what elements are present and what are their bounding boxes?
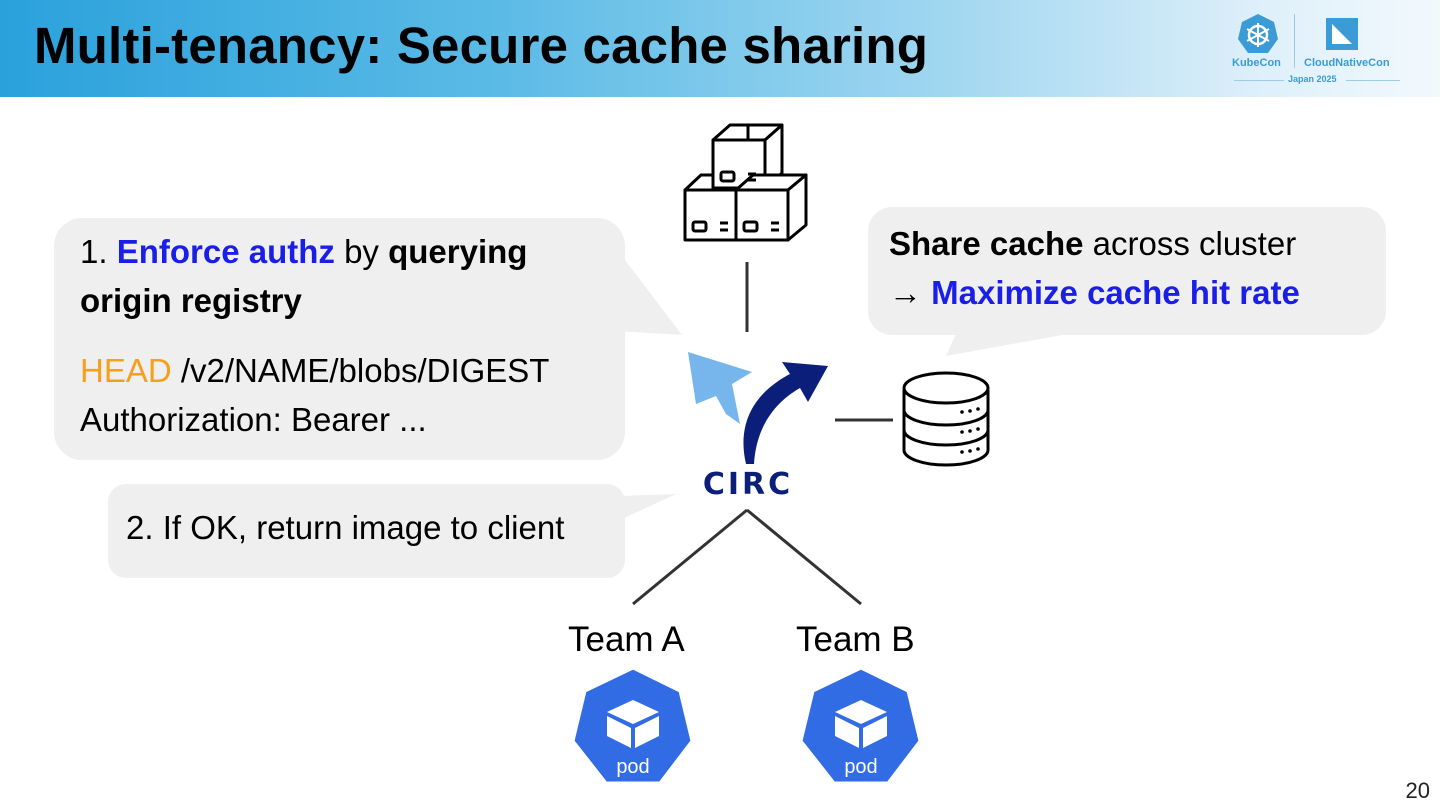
team-a-label: Team A [568, 620, 685, 659]
logo-rule-right [1346, 80, 1400, 81]
header-bar [0, 0, 1440, 97]
return-text: 2. If OK, return image to client [126, 509, 565, 546]
pod-icon: pod [571, 666, 694, 785]
authz-highlight: Enforce authz [116, 233, 335, 270]
authz-step-number: 1. [80, 233, 117, 270]
arrow-glyph: → [889, 274, 932, 311]
authz-middle: by [334, 233, 389, 270]
pod-icon: pod [799, 666, 922, 785]
share-bubble-tail [946, 325, 1090, 356]
return-bubble-tail [585, 494, 676, 520]
request-path: /v2/NAME/blobs/DIGEST [171, 352, 550, 389]
authz-line-1: 1. Enforce authz by querying [80, 232, 527, 272]
share-rest: across cluster [1083, 225, 1297, 262]
database-icon [902, 371, 990, 467]
kubecon-icon [1238, 14, 1358, 53]
share-cache-bubble [868, 207, 1386, 335]
share-highlight: Maximize cache hit rate [931, 274, 1300, 311]
kubecon-label: KubeCon [1232, 57, 1281, 69]
pod-label-b: pod [844, 756, 877, 778]
head-request-line: HEAD /v2/NAME/blobs/DIGEST [80, 351, 549, 391]
circ-label: CIRC [703, 467, 793, 502]
boxes-icon [683, 123, 808, 242]
logo-rule-left [1234, 80, 1284, 81]
connector-lines [632, 262, 893, 606]
auth-header-line: Authorization: Bearer ... [80, 401, 427, 438]
event-logo: KubeCon CloudNativeCon Japan 2025 [1228, 10, 1404, 88]
logo-separator [1294, 14, 1295, 68]
event-year-label: Japan 2025 [1288, 74, 1337, 84]
authz-bubble [54, 218, 625, 460]
authz-bubble-tail [600, 240, 682, 335]
http-method: HEAD [80, 352, 172, 389]
pod-label-a: pod [616, 756, 649, 778]
authz-bold-end: querying [388, 233, 528, 270]
share-line-2: → Maximize cache hit rate [889, 273, 1300, 313]
team-b-label: Team B [796, 620, 915, 659]
circ-logo: CIRC [688, 352, 828, 502]
share-line-1: Share cache across cluster [889, 224, 1296, 264]
page-title: Multi-tenancy: Secure cache sharing [34, 17, 929, 74]
authz-line-2: origin registry [80, 282, 302, 319]
cloudnativecon-label: CloudNativeCon [1304, 57, 1390, 69]
return-bubble [108, 484, 625, 578]
page-number: 20 [1405, 778, 1430, 803]
share-bold: Share cache [889, 225, 1084, 262]
